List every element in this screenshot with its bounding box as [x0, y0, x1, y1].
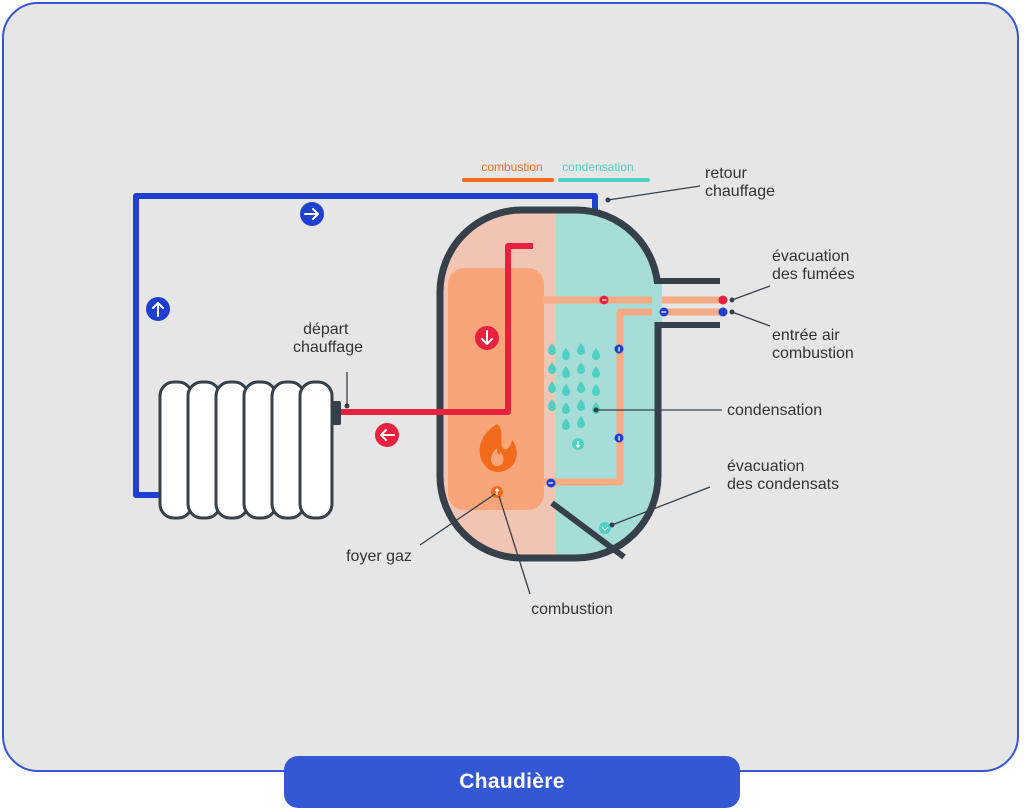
leader-lines	[346, 185, 771, 595]
flame-icon	[479, 424, 517, 472]
label-combustion: combustion	[531, 601, 613, 618]
label-retour-chauffage: retour chauffage	[705, 165, 775, 200]
fumes-out-marker-icon	[599, 295, 609, 305]
legend-combustion-label: combustion	[481, 160, 542, 174]
label-condensation: condensation	[727, 402, 822, 419]
tank-outline	[436, 206, 662, 562]
air-in-marker-icon	[659, 307, 669, 317]
tank-interior	[440, 210, 658, 558]
label-evacuation-fumees: évacuation des fumées	[772, 248, 855, 283]
condensate-drain	[550, 500, 626, 560]
legend-combustion-bar	[462, 178, 554, 182]
air-intake-pipe	[543, 308, 724, 486]
air-down-marker-2-icon	[614, 433, 624, 443]
label-entree-air: entrée air combustion	[772, 327, 854, 362]
leader-dots	[344, 197, 735, 528]
air-left-marker-icon	[546, 478, 556, 488]
radiator	[158, 380, 341, 520]
condensation-down-marker-icon	[572, 438, 584, 450]
arrow-right-icon	[300, 202, 324, 226]
title-banner: Chaudière	[284, 756, 740, 808]
legend-condensation-label: condensation	[562, 160, 633, 174]
label-depart-chauffage: départ chauffage	[293, 321, 363, 356]
legend-condensation-bar	[558, 178, 650, 182]
pipe-end-marker-red-icon	[718, 295, 728, 305]
pipe-end-marker-blue-icon	[718, 307, 728, 317]
label-evacuation-condensats: évacuation des condensats	[727, 458, 839, 493]
arrow-left-icon	[375, 423, 399, 447]
air-down-marker-icon	[614, 344, 624, 354]
arrow-up-icon	[146, 297, 170, 321]
condensate-outlet-marker-icon	[599, 522, 611, 534]
arrow-down-icon	[475, 326, 499, 350]
hot-supply-pipe	[340, 243, 533, 415]
condensation-droplets-icon	[548, 343, 600, 430]
page-title: Chaudière	[459, 770, 565, 793]
combustion-chamber	[448, 268, 544, 510]
label-foyer-gaz: foyer gaz	[346, 548, 412, 565]
